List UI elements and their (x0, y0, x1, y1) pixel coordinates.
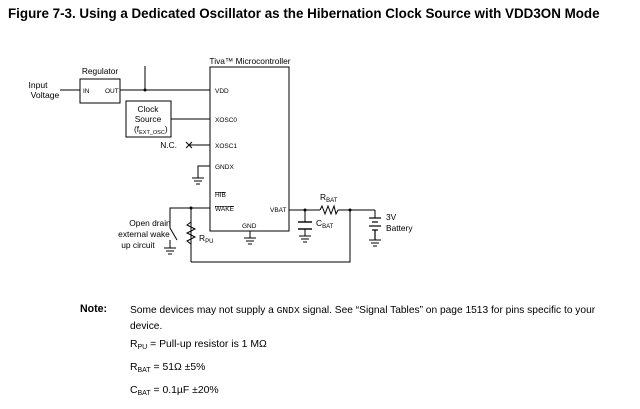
figure-title: Figure 7-3. Using a Dedicated Oscillator… (8, 6, 600, 21)
clock-source-line1: Clock (138, 104, 160, 114)
ground-symbol-battery (369, 239, 381, 247)
pin-xosc1: XOSC1 (215, 143, 237, 150)
note-text: Some devices may not supply a GNDX signa… (130, 305, 596, 332)
regulator-in-pin: IN (83, 88, 90, 95)
clock-source-freq: (fEXT_OSC) (134, 124, 168, 136)
pin-gndx: GNDX (215, 164, 234, 171)
pin-gnd: GND (242, 223, 257, 230)
note-rpu: RPU = Pull-up resistor is 1 MΩ (130, 339, 267, 351)
regulator-title: Regulator (82, 66, 119, 76)
circuit-diagram: Input Voltage Regulator IN OUT Clock Sou… (28, 56, 413, 263)
note-rbat: RBAT = 51Ω ±5% (130, 362, 206, 374)
microcontroller-title: Tiva™ Microcontroller (209, 56, 290, 66)
note-cbat: CBAT = 0.1µF ±20% (130, 385, 219, 397)
nc-label: N.C. (160, 140, 177, 150)
regulator-box (79, 78, 121, 104)
ground-symbol-gnd (244, 237, 256, 245)
clock-source-line2: Source (135, 114, 162, 124)
rbat-resistor (319, 204, 339, 216)
note-label: Note: (80, 303, 108, 315)
gndx-signal: GNDX (276, 305, 300, 316)
pin-vdd: VDD (215, 88, 229, 95)
rpu-label: RPU (199, 233, 213, 245)
pin-wake: WAKE (215, 206, 235, 213)
rpu-resistor (185, 221, 197, 245)
battery-symbol (369, 217, 381, 240)
cbat-capacitor (298, 221, 312, 230)
ground-symbol-gndx (192, 177, 204, 185)
open-drain-label-2: external wake (118, 229, 170, 239)
open-drain-label-3: up circuit (121, 240, 155, 250)
pin-hib: HIB (215, 192, 226, 199)
ground-symbol-cbat (299, 235, 311, 243)
rbat-label: RBAT (320, 192, 338, 204)
cbat-label: CBAT (316, 218, 334, 230)
battery-label: Battery (386, 223, 413, 233)
regulator-out-pin: OUT (105, 88, 119, 95)
ground-symbol-switch (164, 247, 176, 255)
no-connect-marker (185, 141, 193, 149)
battery-voltage-label: 3V (386, 212, 397, 222)
input-voltage-label-2: Voltage (31, 90, 60, 100)
open-drain-switch (169, 212, 178, 248)
open-drain-label-1: Open drain (129, 218, 171, 228)
pin-vbat: VBAT (270, 207, 287, 214)
input-voltage-label-1: Input (28, 80, 48, 90)
pin-xosc0: XOSC0 (215, 117, 237, 124)
